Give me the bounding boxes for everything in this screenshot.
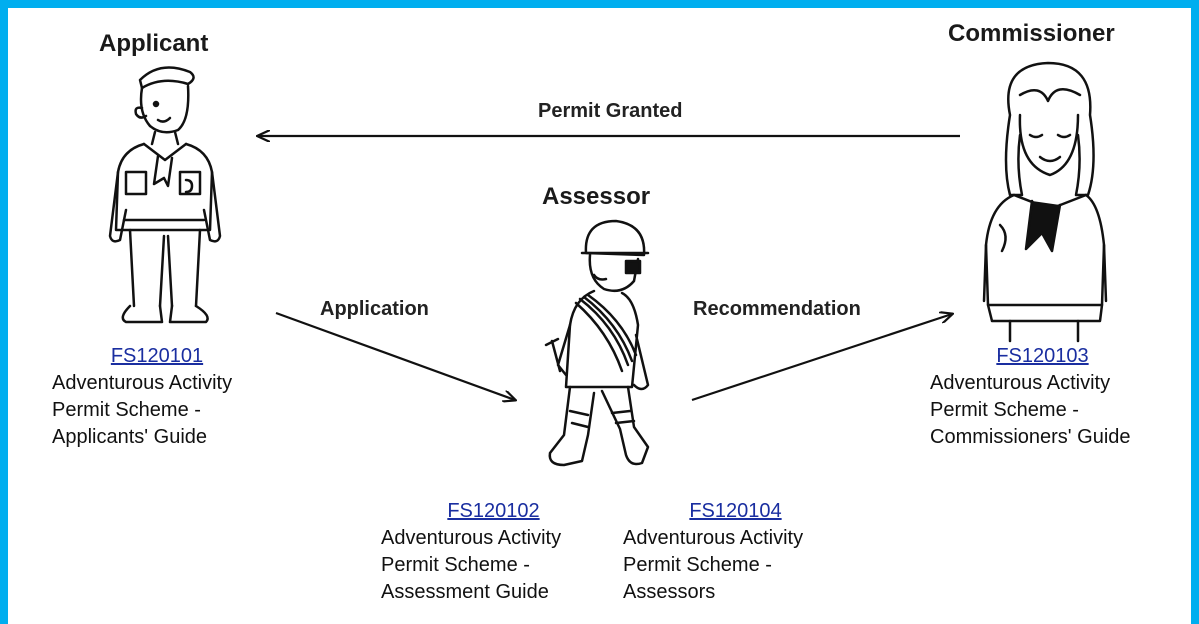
application-label: Application [320, 298, 429, 320]
doc-line: Permit Scheme - [623, 554, 772, 576]
doc-line: Commissioners' Guide [930, 426, 1131, 448]
recommendation-arrow [691, 314, 952, 402]
assessment-guide-link[interactable]: FS120102 [447, 500, 540, 522]
doc-line: Adventurous Activity [930, 372, 1111, 394]
doc-line: Adventurous Activity [381, 527, 562, 549]
doc-line: Permit Scheme - [381, 554, 530, 576]
applicant-guide-doc: FS120101 Adventurous Activity Permit Sch… [52, 343, 262, 451]
doc-line: Assessors [623, 581, 716, 603]
doc-line: Permit Scheme - [52, 399, 201, 421]
applicant-guide-link[interactable]: FS120101 [110, 345, 204, 367]
assessment-guide-doc: FS120102 Adventurous Activity Permit Sch… [381, 498, 606, 606]
applicant-figure-icon [108, 66, 222, 324]
commissioner-title: Commissioner [948, 20, 1115, 47]
applicant-title: Applicant [99, 30, 209, 57]
commissioner-figure-icon [982, 61, 1108, 343]
doc-line: Adventurous Activity [623, 527, 804, 549]
doc-line: Permit Scheme - [930, 399, 1079, 421]
assessor-figure-icon [544, 219, 650, 467]
permit-granted-label: Permit Granted [538, 100, 683, 122]
recommendation-label: Recommendation [693, 298, 861, 320]
doc-line: Adventurous Activity [52, 372, 233, 394]
assessors-link[interactable]: FS120104 [689, 500, 782, 522]
commissioner-guide-link[interactable]: FS120103 [996, 345, 1089, 367]
assessors-doc: FS120104 Adventurous Activity Permit Sch… [623, 498, 848, 606]
doc-line: Applicants' Guide [52, 426, 208, 448]
doc-line: Assessment Guide [381, 581, 549, 603]
commissioner-guide-doc: FS120103 Adventurous Activity Permit Sch… [930, 343, 1155, 451]
application-arrow [275, 311, 515, 400]
assessor-title: Assessor [542, 183, 651, 210]
